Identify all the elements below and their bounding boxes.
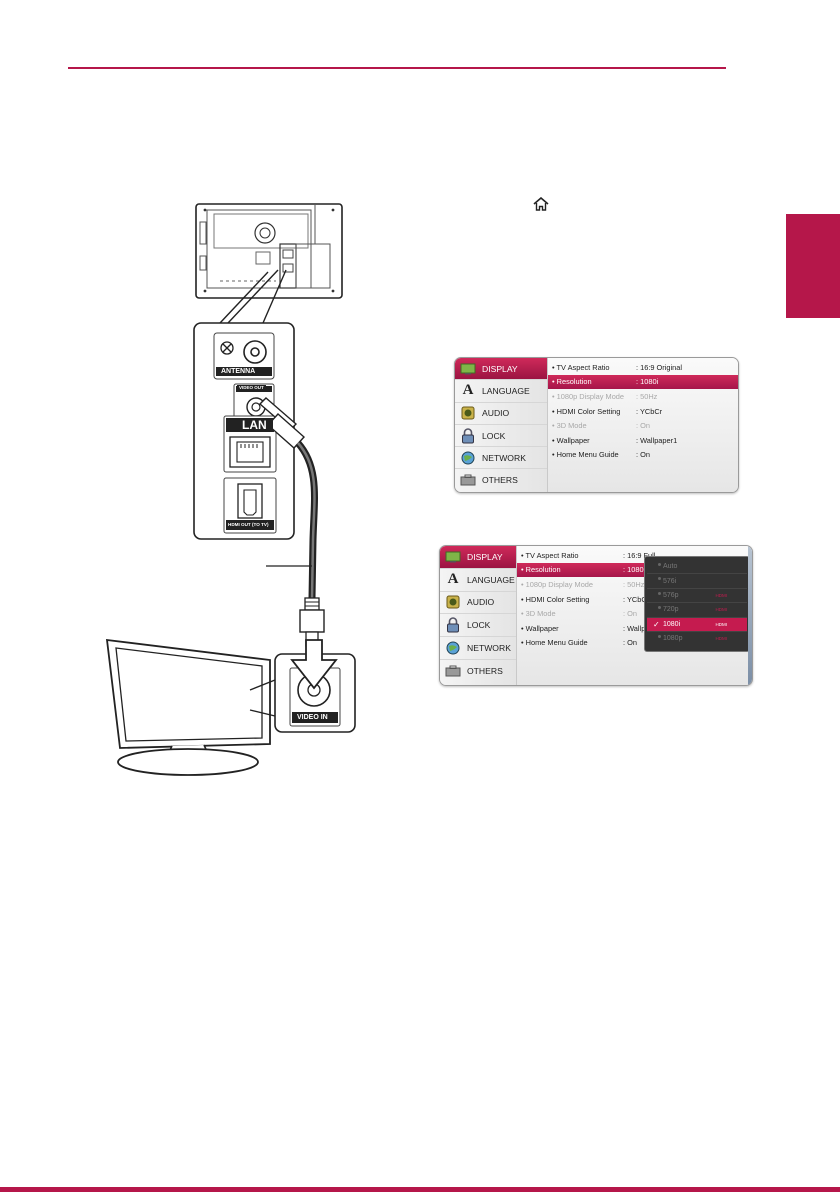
language-icon: A xyxy=(462,382,474,399)
hdmi-out-label: HDMI OUT (TO TV) xyxy=(226,521,271,528)
setting-row[interactable]: • HDMI Color Setting: YCbCr xyxy=(552,406,663,416)
toolbox-icon xyxy=(459,473,477,487)
sidebar-item-language[interactable]: A LANGUAGE xyxy=(455,380,547,403)
setup-sidebar: DISPLAY A LANGUAGE AUDIO LOCK NETWORK OT… xyxy=(440,546,517,685)
sidebar-item-display[interactable]: DISPLAY xyxy=(455,358,547,381)
display-icon xyxy=(459,362,477,376)
lock-icon xyxy=(459,427,477,444)
lan-label: LAN xyxy=(236,418,273,432)
setting-row[interactable]: • Wallpaper: Wallpaper1 xyxy=(521,623,664,633)
setting-row[interactable]: • TV Aspect Ratio: 16:9 Full xyxy=(521,550,656,560)
setting-row[interactable]: • TV Aspect Ratio: 16:9 Original xyxy=(552,362,683,372)
setting-row-disabled: • 1080p Display Mode: 50Hz xyxy=(521,579,645,589)
setting-row[interactable]: • Wallpaper: Wallpaper1 xyxy=(552,435,678,445)
video-in-label: VIDEO IN xyxy=(294,713,331,722)
setting-row-selected[interactable]: • Resolution: 1080i xyxy=(548,374,738,390)
setup-settings-list: • TV Aspect Ratio: 16:9 Original • Resol… xyxy=(548,358,738,492)
footer-rule xyxy=(0,1187,840,1192)
setting-row-disabled: • 3D Mode: On xyxy=(552,421,650,431)
video-out-label: VIDEO OUT xyxy=(237,385,266,390)
player-rear-panel xyxy=(195,203,343,299)
sidebar-item-others[interactable]: OTHERS xyxy=(440,660,516,682)
sidebar-item-network[interactable]: NETWORK xyxy=(440,637,516,660)
sidebar-item-lock[interactable]: LOCK xyxy=(455,425,547,448)
setting-row-disabled: • 3D Mode: On xyxy=(521,609,637,619)
resolution-option-selected[interactable]: 1080i✓HDMI xyxy=(647,617,747,632)
setup-menu-screenshot-2: DISPLAY A LANGUAGE AUDIO LOCK NETWORK OT… xyxy=(439,545,753,686)
toolbox-icon xyxy=(444,664,462,678)
chapter-side-tab xyxy=(786,214,840,318)
setting-row[interactable]: • HDMI Color Setting: YCbCr xyxy=(521,594,650,604)
setting-row[interactable]: • Home Menu Guide: On xyxy=(521,638,637,648)
display-icon xyxy=(444,550,462,564)
speaker-icon xyxy=(459,406,477,420)
sidebar-item-language[interactable]: A LANGUAGE xyxy=(440,569,516,592)
lock-icon xyxy=(444,617,462,633)
scrollbar[interactable] xyxy=(748,546,752,685)
header-rule xyxy=(68,67,726,69)
rca-plug-bottom xyxy=(299,597,325,647)
resolution-option[interactable]: 576i xyxy=(647,574,747,589)
sidebar-item-others[interactable]: OTHERS xyxy=(455,469,547,490)
connection-diagram xyxy=(105,203,356,776)
television xyxy=(105,638,276,776)
sidebar-item-audio[interactable]: AUDIO xyxy=(455,403,547,425)
language-icon: A xyxy=(447,571,459,588)
setting-row[interactable]: • Home Menu Guide: On xyxy=(552,450,650,460)
setup-sidebar: DISPLAY A LANGUAGE AUDIO LOCK NETWORK OT… xyxy=(455,358,548,492)
sidebar-item-lock[interactable]: LOCK xyxy=(440,614,516,638)
globe-icon xyxy=(459,451,477,465)
sidebar-item-display[interactable]: DISPLAY xyxy=(440,546,516,569)
sidebar-item-audio[interactable]: AUDIO xyxy=(440,592,516,615)
resolution-option[interactable]: Auto xyxy=(647,560,747,575)
rca-plug-top xyxy=(258,397,305,449)
setting-row-disabled: • 1080p Display Mode: 50Hz xyxy=(552,391,658,401)
setup-menu-screenshot-1: DISPLAY A LANGUAGE AUDIO LOCK NETWORK OT… xyxy=(454,357,739,493)
globe-icon xyxy=(444,641,462,655)
antenna-label: ANTENNA xyxy=(218,367,259,376)
speaker-icon xyxy=(444,595,462,609)
home-icon xyxy=(533,197,549,211)
check-icon: ✓ xyxy=(653,619,660,629)
sidebar-item-network[interactable]: NETWORK xyxy=(455,447,547,470)
